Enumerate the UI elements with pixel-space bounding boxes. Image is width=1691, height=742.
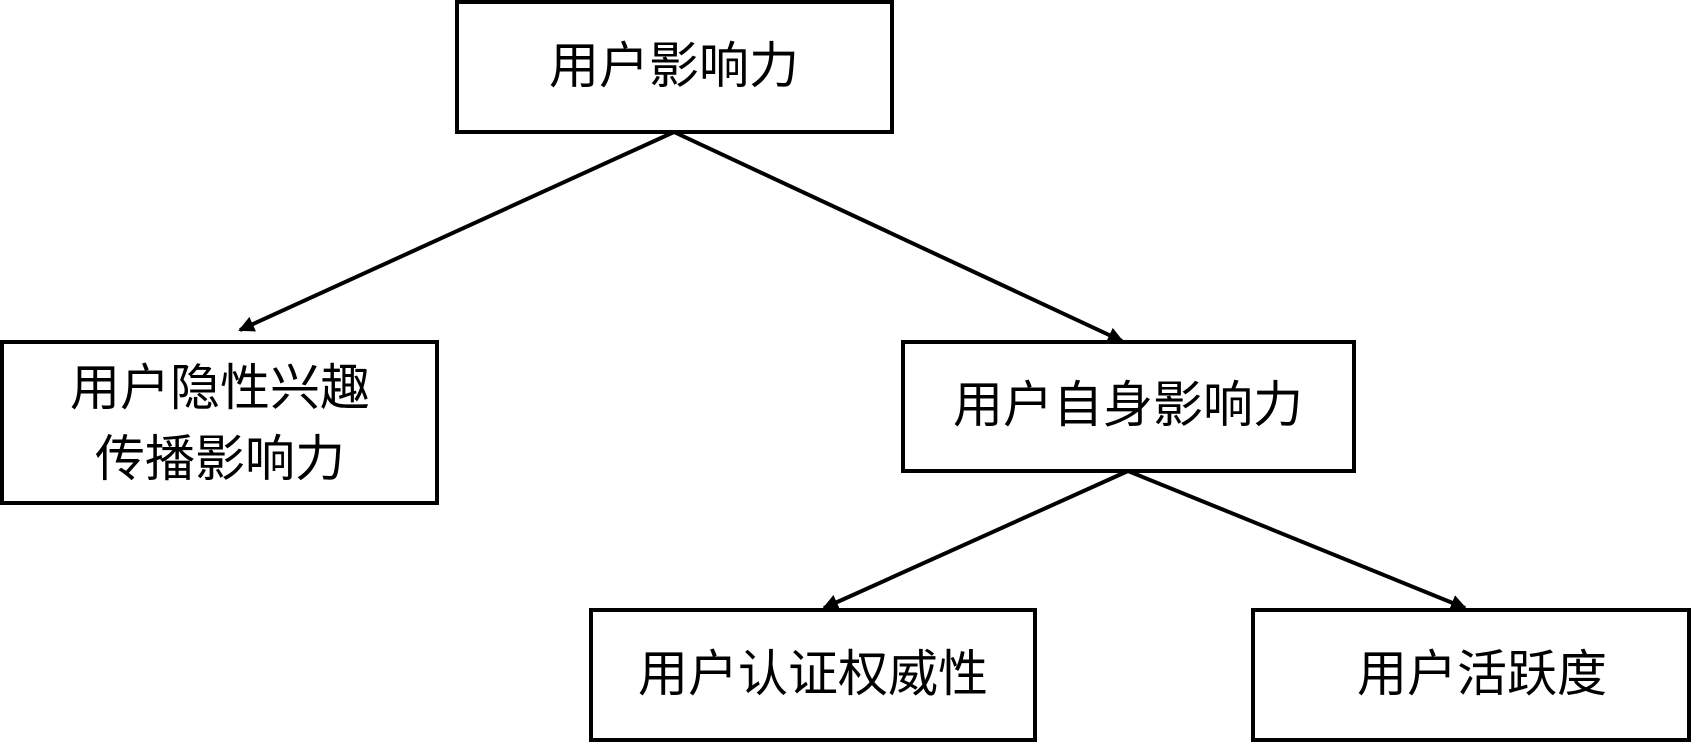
node-root: 用户影响力 (455, 0, 894, 134)
node-root-label: 用户影响力 (549, 37, 799, 95)
node-interest-box (0, 340, 439, 505)
node-root-box (455, 0, 894, 134)
edge-self-to-activity (1127, 469, 1467, 611)
node-activity-box (1251, 608, 1691, 742)
edge-self-to-auth (822, 469, 1129, 610)
node-interest-label-line1: 用户隐性兴趣 (70, 359, 370, 417)
node-auth-box (589, 608, 1037, 742)
node-activity: 用户活跃度 (1251, 608, 1691, 742)
node-auth: 用户认证权威性 (589, 608, 1037, 742)
node-interest-label-line2: 传播影响力 (95, 430, 345, 488)
edge-root-to-self (673, 130, 1124, 343)
edges (238, 130, 1467, 611)
node-self-label: 用户自身影响力 (953, 376, 1303, 434)
edge-root-to-interest (238, 130, 675, 332)
node-self-box (901, 340, 1356, 473)
node-self: 用户自身影响力 (901, 340, 1356, 473)
node-auth-label: 用户认证权威性 (638, 645, 988, 703)
node-interest: 用户隐性兴趣 传播影响力 (0, 340, 439, 505)
node-activity-label: 用户活跃度 (1357, 645, 1607, 703)
